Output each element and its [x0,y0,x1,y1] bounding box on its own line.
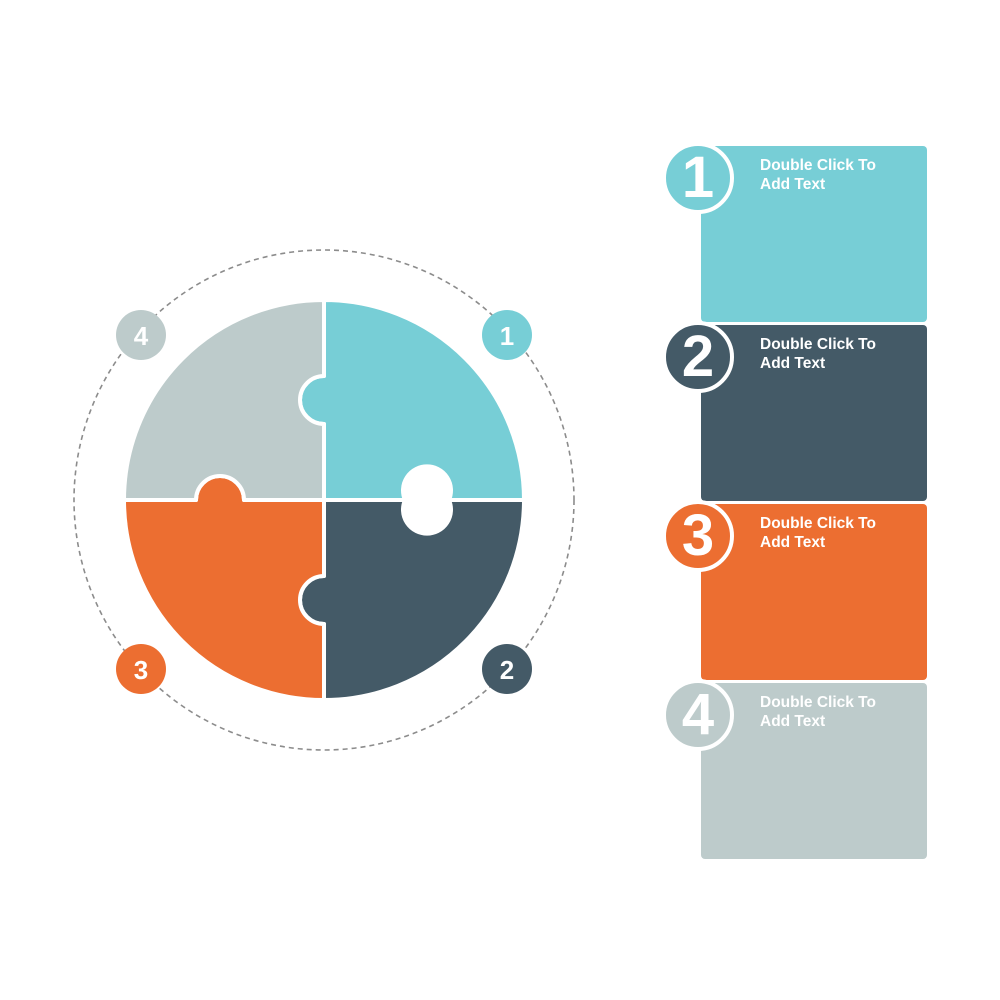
step-panel-4[interactable]: Double Click To Add Text [701,683,927,859]
step-3-text[interactable]: Double Click To Add Text [760,514,876,552]
orbit-marker-2-label: 2 [500,655,514,685]
orbit-marker-2: 2 [482,644,532,694]
dashed-orbit-ring [73,249,575,751]
step-panel-1[interactable]: Double Click To Add Text [701,146,927,322]
step-2-number-badge: 2 [662,321,734,393]
step-1-line-1: Double Click To [760,157,876,174]
step-3-line-2: Add Text [760,534,826,551]
step-4-line-2: Add Text [760,713,826,730]
step-1-line-2: Add Text [760,176,826,193]
step-2-number: 2 [681,324,715,389]
puzzle-piece-4[interactable] [122,298,326,502]
step-3-line-1: Double Click To [760,515,876,532]
orbit-marker-4: 4 [116,310,166,360]
orbit-marker-4-label: 4 [134,321,149,351]
step-4-line-1: Double Click To [760,694,876,711]
step-panel-2[interactable]: Double Click To Add Text [701,325,927,501]
orbit-marker-3: 3 [116,644,166,694]
step-1-number: 1 [681,145,715,210]
step-2-line-2: Add Text [760,355,826,372]
puzzle-circle [122,298,526,702]
step-1-text[interactable]: Double Click To Add Text [760,156,876,194]
orbit-marker-1: 1 [482,310,532,360]
step-3-number: 3 [681,503,715,568]
step-panel-3[interactable]: Double Click To Add Text [701,504,927,680]
orbit-marker-3-label: 3 [134,655,148,685]
step-1-number-badge: 1 [662,142,734,214]
step-2-line-1: Double Click To [760,336,876,353]
step-2-text[interactable]: Double Click To Add Text [760,335,876,373]
step-4-text[interactable]: Double Click To Add Text [760,693,876,731]
orbit-marker-1-label: 1 [500,321,514,351]
step-4-number: 4 [681,682,715,747]
step-4-number-badge: 4 [662,679,734,751]
step-3-number-badge: 3 [662,500,734,572]
